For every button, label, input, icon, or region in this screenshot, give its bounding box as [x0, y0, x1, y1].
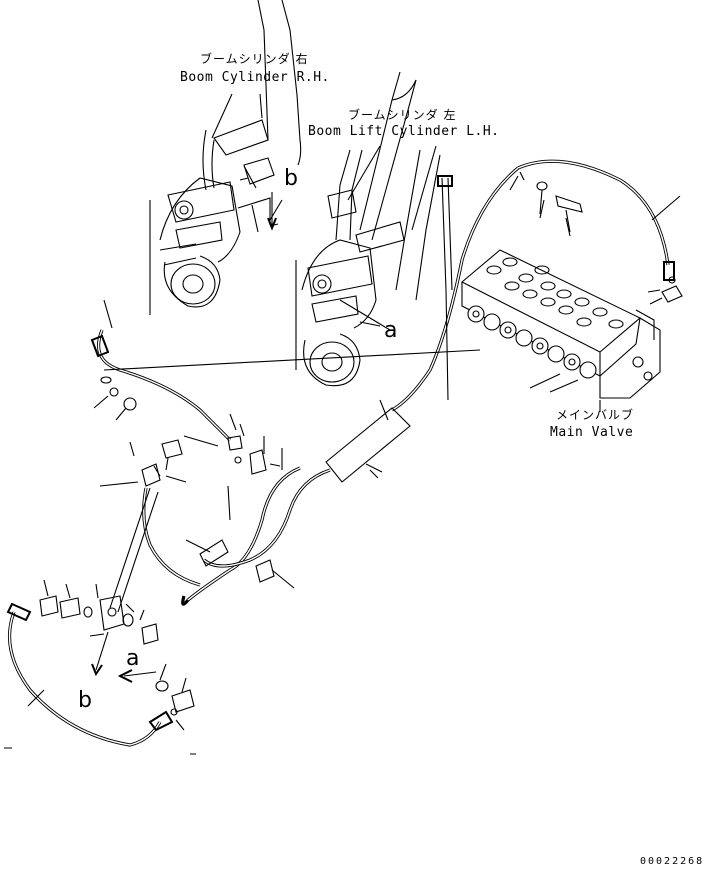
- boom-cylinder-rh: [149, 0, 302, 315]
- callout-b-lower: b: [78, 688, 92, 713]
- boom-cylinder-rh-jp-label: ブームシリンダ 右: [200, 52, 309, 66]
- leader-lines: [4, 93, 681, 755]
- lower-fittings: [39, 595, 195, 716]
- main-valve: [461, 249, 661, 399]
- main-valve-label: Main Valve: [550, 425, 634, 440]
- boom-lift-cylinder-lh: [295, 71, 441, 387]
- callout-a-lower: a: [126, 646, 140, 671]
- bolt-washer: [519, 171, 583, 233]
- main-valve-jp-label: メインバルブ: [556, 408, 635, 422]
- hose-lines: [6, 159, 675, 747]
- boom-cylinder-rh-label: Boom Cylinder R.H.: [180, 70, 330, 85]
- drawing-code: 00022268: [640, 856, 705, 867]
- callout-b-upper: b: [284, 166, 298, 191]
- boom-lift-cylinder-lh-jp-label: ブームシリンダ 左: [348, 108, 457, 122]
- fittings-cluster: [100, 376, 281, 583]
- boom-lift-cylinder-lh-label: Boom Lift Cylinder L.H.: [308, 124, 500, 139]
- callout-a-upper: a: [384, 318, 398, 343]
